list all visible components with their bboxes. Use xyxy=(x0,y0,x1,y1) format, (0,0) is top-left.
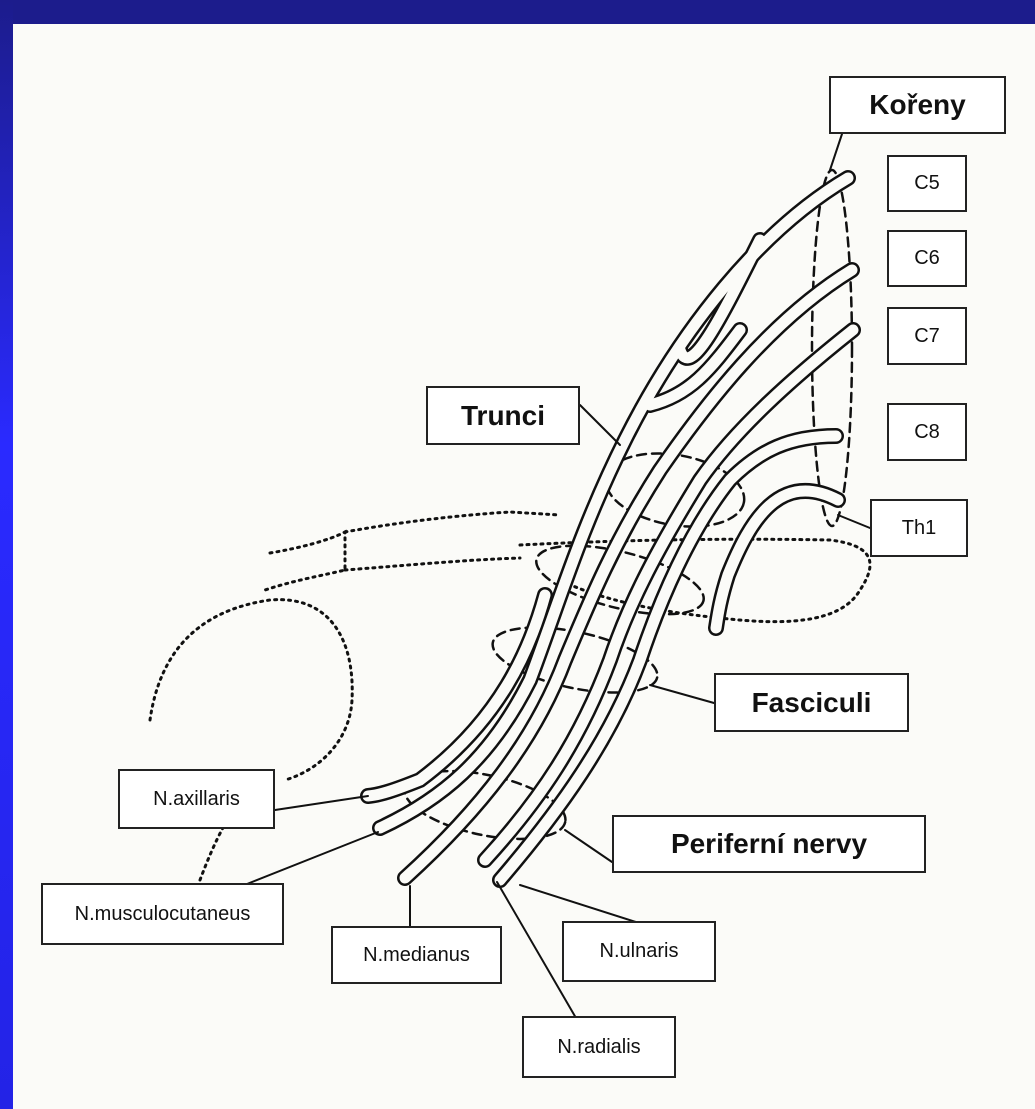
c6-label: C6 xyxy=(887,230,967,287)
n-musculocutaneus-label: N.musculocutaneus xyxy=(41,883,284,945)
c8-label: C8 xyxy=(887,403,967,461)
n-radialis-label: N.radialis xyxy=(522,1016,676,1078)
n-medianus-label: N.medianus xyxy=(331,926,502,984)
nerve-bundle-fill xyxy=(368,178,853,880)
trunci-label: Trunci xyxy=(426,386,580,445)
c7-label: C7 xyxy=(887,307,967,365)
nerve-bundle xyxy=(368,178,853,880)
fasciculi-label: Fasciculi xyxy=(714,673,909,732)
periferni-nervy-label: Periferní nervy xyxy=(612,815,926,873)
leader-lines xyxy=(242,134,870,1018)
th1-label: Th1 xyxy=(870,499,968,557)
n-axillaris-label: N.axillaris xyxy=(118,769,275,829)
c5-label: C5 xyxy=(887,155,967,212)
koreny-label: Kořeny xyxy=(829,76,1006,134)
n-ulnaris-label: N.ulnaris xyxy=(562,921,716,982)
